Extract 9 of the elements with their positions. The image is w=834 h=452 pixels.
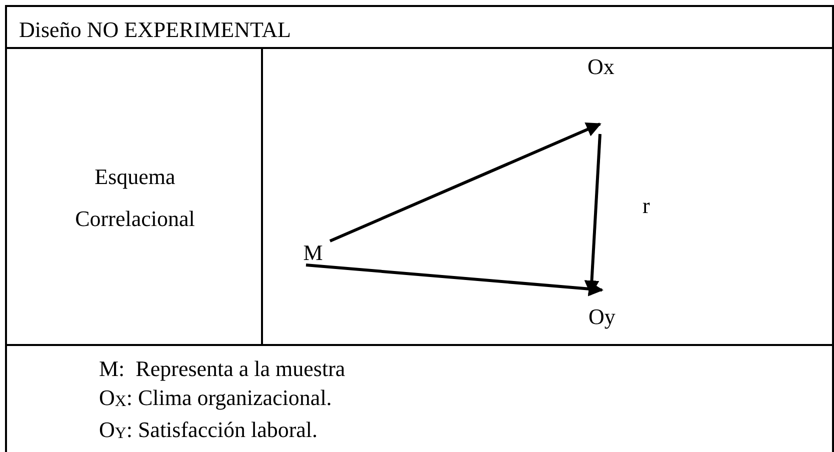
row-label: Esquema Correlacional: [74, 162, 196, 232]
arrow: [584, 134, 602, 296]
arrow: [306, 264, 604, 296]
legend-note: M: Representa a la muestra: [99, 355, 346, 383]
node-label: M: [298, 240, 328, 265]
arrow: [329, 122, 602, 242]
table-heading: Diseño NO EXPERIMENTAL: [19, 17, 291, 43]
node-label: Oy: [583, 304, 621, 330]
node-label: Ox: [583, 54, 619, 80]
